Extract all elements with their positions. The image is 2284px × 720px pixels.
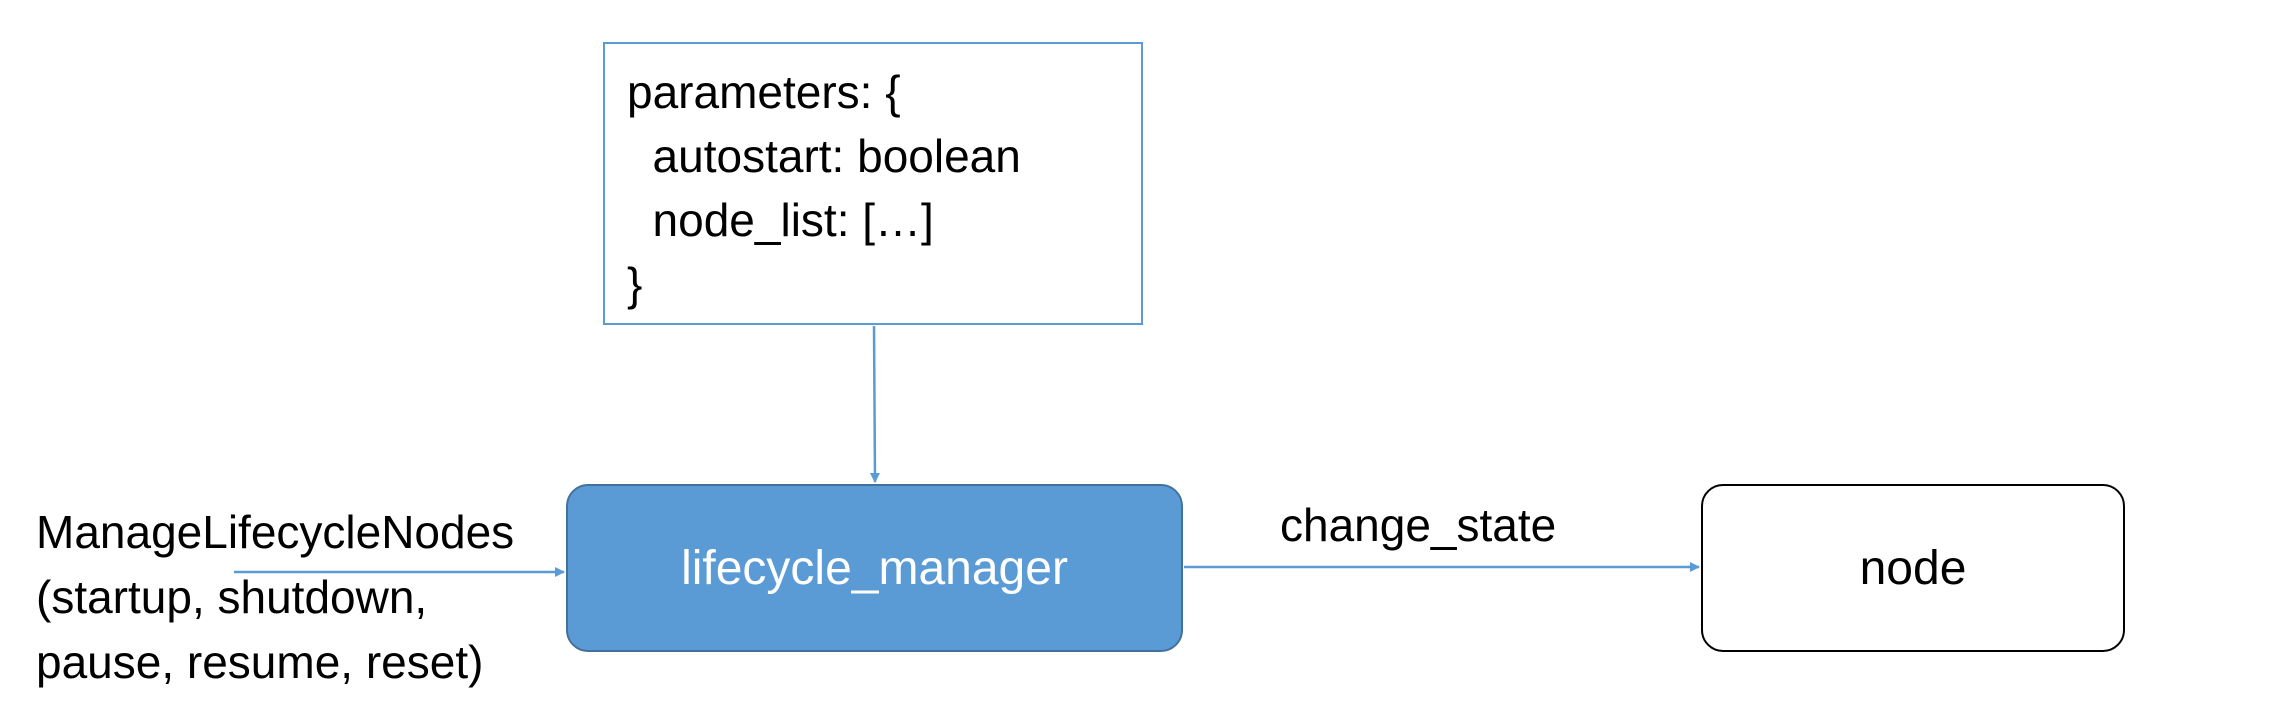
closing-brace-line: } [627, 258, 643, 310]
service-input-label: ManageLifecycleNodes (startup, shutdown,… [36, 500, 514, 695]
service-actions-line-1: (startup, shutdown, [36, 571, 428, 623]
node-list-line: node_list: […] [627, 194, 934, 246]
lifecycle-manager-box: lifecycle_manager [566, 484, 1183, 652]
parameters-line: parameters: { [627, 66, 901, 118]
parameters-box: parameters: { autostart: boolean node_li… [603, 42, 1143, 325]
autostart-line: autostart: boolean [627, 130, 1021, 182]
node-box: node [1701, 484, 2125, 652]
parameters-to-manager-arrow [869, 325, 880, 483]
change-state-label: change_state [1280, 499, 1557, 551]
node-label: node [1859, 541, 1967, 595]
service-name-line: ManageLifecycleNodes [36, 506, 515, 558]
lifecycle-manager-label: lifecycle_manager [681, 541, 1068, 595]
service-actions-line-2: pause, resume, reset) [36, 636, 484, 688]
